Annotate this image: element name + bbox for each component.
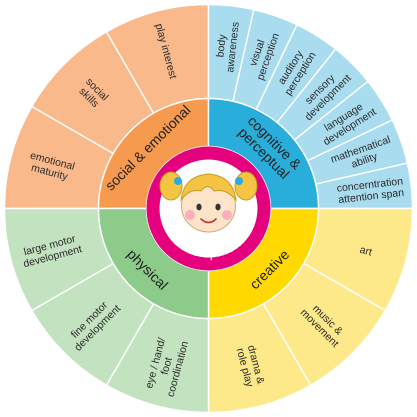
center-circle: development: [146, 146, 271, 271]
item-label-line: foot: [159, 356, 175, 376]
item-label-line: awareness: [224, 21, 242, 73]
item-label-line: body: [214, 33, 229, 58]
item-label: art: [358, 244, 373, 259]
outer-ring: [3, 3, 414, 414]
category-ring: [97, 97, 320, 320]
item-label: bodyawareness: [213, 20, 242, 73]
child-face-icon: [159, 171, 258, 233]
item-label-line: art: [358, 244, 373, 259]
